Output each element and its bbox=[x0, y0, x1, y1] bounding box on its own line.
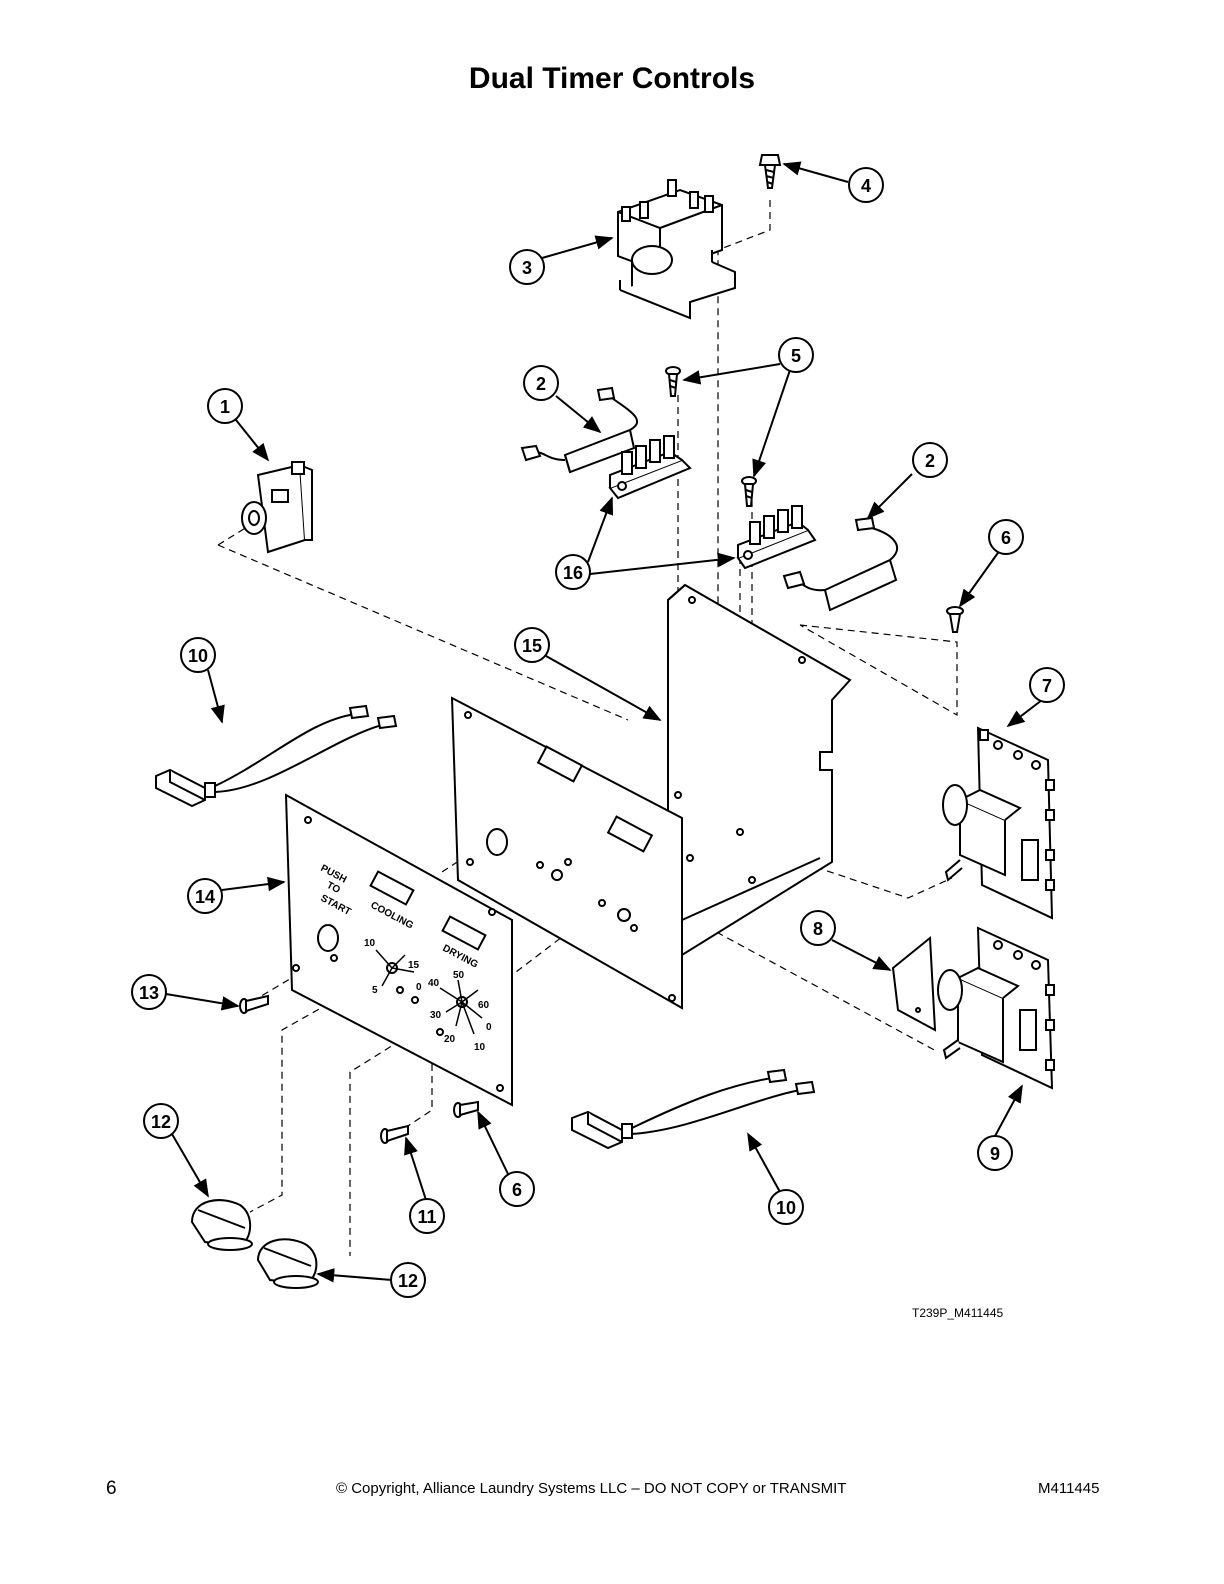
page-number: 6 bbox=[106, 1478, 117, 1499]
cool-tick-label: 10 bbox=[364, 938, 376, 949]
resistor-part-2a bbox=[520, 386, 639, 474]
callout-leaders bbox=[153, 161, 1043, 1283]
callout-16: 16 bbox=[563, 563, 583, 583]
callout-2: 2 bbox=[925, 451, 935, 471]
knob-part-12b bbox=[256, 1238, 319, 1289]
callout-7: 7 bbox=[1042, 676, 1052, 696]
callout-12: 12 bbox=[151, 1112, 171, 1132]
dry-tick-label: 60 bbox=[478, 1000, 490, 1011]
callout-9: 9 bbox=[990, 1144, 1000, 1164]
screw-part-6b bbox=[453, 1100, 479, 1118]
callout-12: 12 bbox=[398, 1271, 418, 1291]
dry-tick-label: 10 bbox=[474, 1042, 486, 1053]
cool-tick-label: 0 bbox=[416, 982, 422, 993]
dry-tick-label: 20 bbox=[444, 1034, 456, 1045]
callout-3: 3 bbox=[522, 258, 532, 278]
dry-tick-label: 40 bbox=[428, 978, 440, 989]
callout-1: 1 bbox=[220, 397, 230, 417]
relay-part bbox=[617, 179, 736, 320]
callout-2: 2 bbox=[536, 374, 546, 394]
callout-10: 10 bbox=[776, 1198, 796, 1218]
indicator-light-10a bbox=[155, 704, 398, 808]
knob-part-12a bbox=[190, 1199, 253, 1251]
callout-13: 13 bbox=[139, 983, 159, 1003]
cover-plate bbox=[891, 935, 937, 1032]
timer-part-7 bbox=[942, 726, 1055, 920]
callout-14: 14 bbox=[195, 887, 215, 907]
figure-code: T239P_M411445 bbox=[912, 1306, 1004, 1320]
dry-tick-label: 30 bbox=[430, 1010, 442, 1021]
screw-part-13 bbox=[239, 994, 269, 1014]
callout-circles bbox=[131, 167, 1065, 1298]
dry-tick-label: 50 bbox=[453, 970, 465, 981]
screw-part-4 bbox=[758, 154, 782, 189]
timer-part-9 bbox=[937, 926, 1055, 1090]
callout-8: 8 bbox=[813, 919, 823, 939]
front-panel bbox=[284, 793, 513, 1107]
screw-part-5 bbox=[665, 366, 757, 507]
callout-numbers: 1 2 2 3 4 5 6 16 15 10 7 14 8 13 12 11 6… bbox=[139, 176, 1052, 1291]
assembly-lines bbox=[217, 200, 958, 1256]
cool-tick-label: 15 bbox=[408, 960, 420, 971]
back-panel bbox=[450, 696, 683, 1010]
callout-6: 6 bbox=[512, 1180, 522, 1200]
document-number: M411445 bbox=[1038, 1480, 1100, 1497]
callout-11: 11 bbox=[417, 1207, 436, 1227]
callout-4: 4 bbox=[861, 176, 871, 196]
callout-6: 6 bbox=[1001, 528, 1011, 548]
indicator-light-10b bbox=[571, 1068, 816, 1150]
callout-10: 10 bbox=[188, 646, 208, 666]
dial-lines bbox=[375, 949, 483, 1035]
cool-tick-label: 5 bbox=[372, 985, 378, 996]
terminal-block-16b bbox=[736, 505, 817, 570]
callout-15: 15 bbox=[522, 636, 542, 656]
screw-part-11 bbox=[380, 1124, 409, 1144]
mounting-bracket bbox=[667, 583, 852, 957]
switch-part bbox=[241, 461, 313, 554]
resistor-part-2b bbox=[782, 516, 898, 612]
terminal-block-16a bbox=[608, 435, 692, 500]
dry-tick-label: 0 bbox=[486, 1022, 492, 1033]
copyright-notice: © Copyright, Alliance Laundry Systems LL… bbox=[336, 1480, 847, 1497]
page-title: Dual Timer Controls bbox=[468, 62, 756, 95]
callout-5: 5 bbox=[791, 346, 801, 366]
screw-part-6a bbox=[946, 606, 964, 633]
